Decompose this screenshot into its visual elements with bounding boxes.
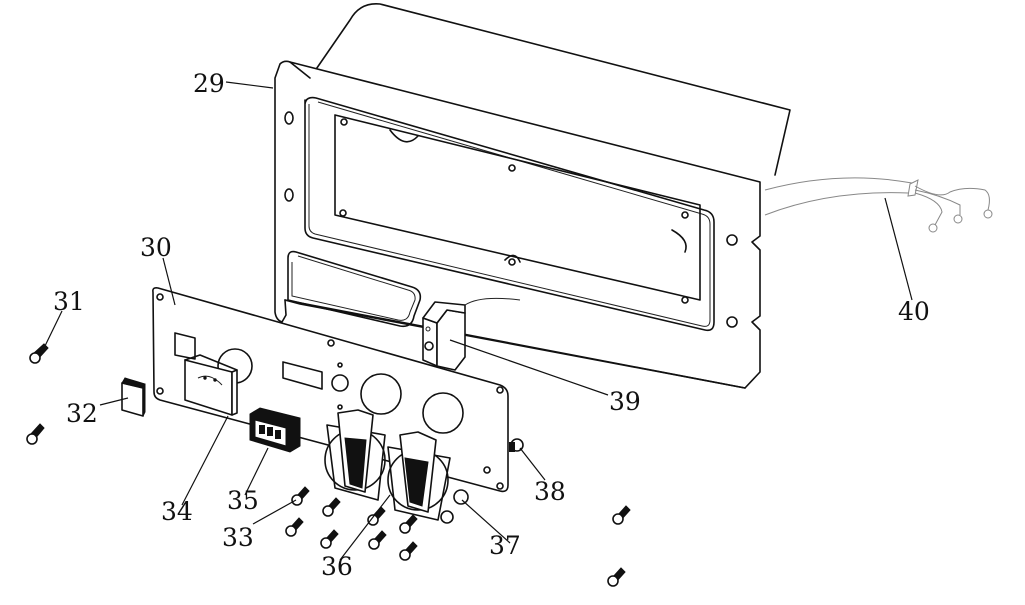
label-33: 33 [222,523,254,552]
screw [368,530,387,550]
label-38: 38 [534,477,566,506]
screw [285,517,304,537]
label-37: 37 [489,531,521,560]
screw [399,541,418,561]
screw [367,506,386,526]
hour-meter-part-35 [249,407,301,453]
label-30: 30 [140,233,172,262]
screw [607,567,626,587]
label-34: 34 [161,497,193,526]
label-32: 32 [66,399,98,428]
label-36: 36 [321,552,353,581]
terminal-part-37 [440,489,469,524]
screw [399,514,418,534]
screw [612,505,631,525]
label-40: 40 [898,297,930,326]
housing-part-29 [274,3,791,389]
screws [26,343,631,587]
screw [320,529,339,549]
label-35: 35 [227,486,259,515]
part-labels: 29 30 31 32 33 34 35 36 37 38 39 40 [53,69,930,581]
label-29: 29 [193,69,225,98]
label-31: 31 [53,287,85,316]
socket-part-36a [324,409,386,501]
screw [322,497,341,517]
screw-part-31-b [26,423,45,445]
voltmeter-part-34 [184,354,238,416]
socket-part-36b [387,431,451,521]
wire-harness-part-40 [764,177,993,233]
screw-part-31-a [29,343,49,364]
leader-lines [43,81,913,561]
switch-part-32 [121,377,146,417]
label-39: 39 [609,387,641,416]
screw-part-33-a [291,486,310,506]
